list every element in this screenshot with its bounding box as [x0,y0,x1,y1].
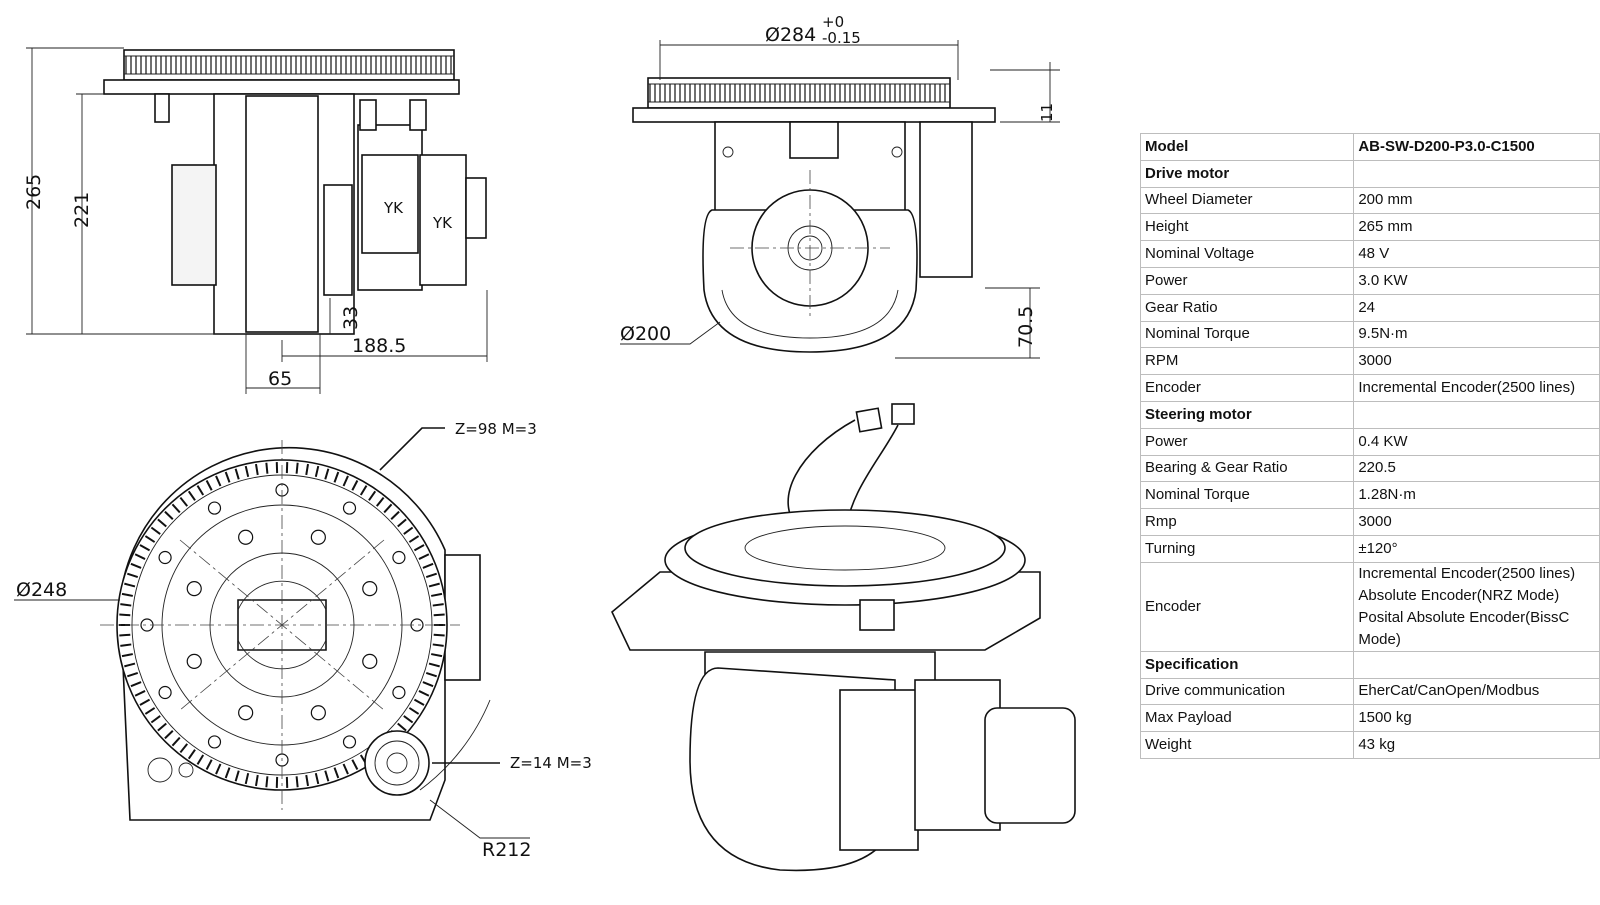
dim-265: 265 [23,174,45,210]
row-value: 3000 [1354,509,1600,536]
section-title: Steering motor [1141,401,1354,428]
row-label: Max Payload [1141,705,1354,732]
row-label: Power [1141,428,1354,455]
row-label: Power [1141,267,1354,294]
tol-lower: -0.15 [822,29,861,47]
section-specification: Specification [1141,651,1600,678]
row-value: 220.5 [1354,455,1600,482]
label-z14: Z=14 M=3 [510,754,592,772]
encoder-line: Mode) [1358,629,1595,651]
encoder-line: Posital Absolute Encoder(BissC [1358,607,1595,629]
dim-r212: R212 [482,839,531,861]
row-value: 0.4 KW [1354,428,1600,455]
section-title: Specification [1141,651,1354,678]
row-label: Turning [1141,535,1354,562]
section-steering-motor: Steering motor [1141,401,1600,428]
row-label: Encoder [1141,375,1354,402]
dim-284: Ø284 [765,24,816,46]
row-value: 24 [1354,294,1600,321]
section-drive-motor: Drive motor [1141,160,1600,187]
row-label: Drive communication [1141,678,1354,705]
dim-11: 11 [1038,103,1056,122]
technical-drawing: YK YK 265 221 33 188.5 65 Ø284 +0 -0.15 [0,0,1120,900]
yk-label-1: YK [383,199,404,217]
row-value: ±120° [1354,535,1600,562]
row-label: Bearing & Gear Ratio [1141,455,1354,482]
row-value: 48 V [1354,241,1600,268]
spec-table: Model AB-SW-D200-P3.0-C1500 Drive motor … [1140,133,1600,759]
row-value-multiline: Incremental Encoder(2500 lines) Absolute… [1354,562,1600,651]
side-view: YK YK 265 221 33 188.5 65 [23,48,487,394]
row-label: Weight [1141,732,1354,759]
header-value: AB-SW-D200-P3.0-C1500 [1354,134,1600,161]
row-value: 43 kg [1354,732,1600,759]
front-view: Ø284 +0 -0.15 11 70.5 Ø200 [620,13,1060,358]
table-row: Turning±120° [1141,535,1600,562]
dim-33: 33 [340,306,362,330]
table-row-encoder: Encoder Incremental Encoder(2500 lines) … [1141,562,1600,651]
dim-188-5: 188.5 [352,335,406,357]
row-label: Nominal Torque [1141,482,1354,509]
top-view: Z=98 M=3 Ø248 Z=14 M=3 R212 [14,420,592,861]
row-label: Encoder [1141,562,1354,651]
dim-200: Ø200 [620,323,671,345]
row-label: Nominal Voltage [1141,241,1354,268]
row-value: 1.28N·m [1354,482,1600,509]
table-header-row: Model AB-SW-D200-P3.0-C1500 [1141,134,1600,161]
row-label: Nominal Torque [1141,321,1354,348]
row-label: Gear Ratio [1141,294,1354,321]
yk-label-2: YK [432,214,453,232]
section-title: Drive motor [1141,160,1354,187]
label-z98: Z=98 M=3 [455,420,537,438]
row-label: RPM [1141,348,1354,375]
row-label: Rmp [1141,509,1354,536]
dim-65: 65 [268,368,292,390]
row-label: Wheel Diameter [1141,187,1354,214]
row-value: 3000 [1354,348,1600,375]
row-value: 9.5N·m [1354,321,1600,348]
encoder-line: Incremental Encoder(2500 lines) [1358,563,1595,585]
row-value: 3.0 KW [1354,267,1600,294]
row-value: 1500 kg [1354,705,1600,732]
dim-70-5: 70.5 [1015,306,1037,348]
isometric-view [612,404,1075,870]
row-value: Incremental Encoder(2500 lines) [1354,375,1600,402]
encoder-line: Absolute Encoder(NRZ Mode) [1358,585,1595,607]
row-value: 265 mm [1354,214,1600,241]
row-label: Height [1141,214,1354,241]
dim-221: 221 [71,192,93,228]
row-value: EherCat/CanOpen/Modbus [1354,678,1600,705]
header-label: Model [1141,134,1354,161]
dim-248: Ø248 [16,579,67,601]
row-value: 200 mm [1354,187,1600,214]
